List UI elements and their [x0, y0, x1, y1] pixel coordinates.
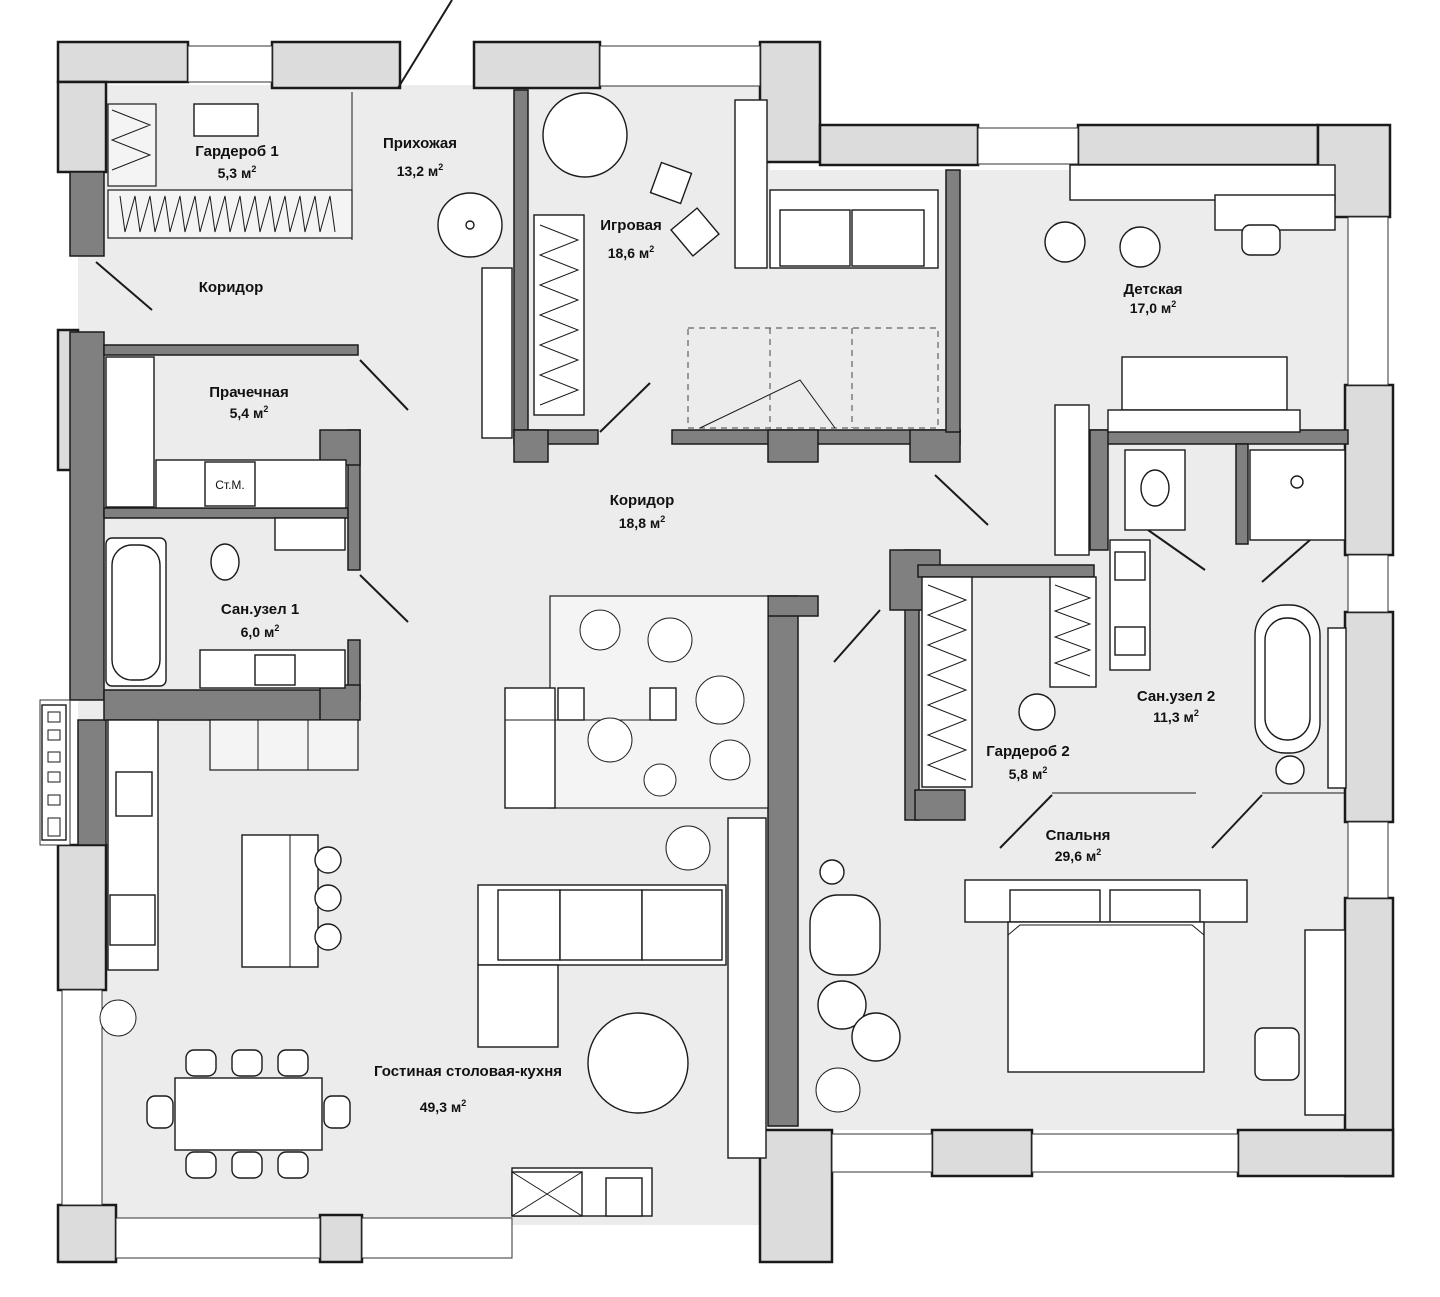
svg-text:5,8 м2: 5,8 м2 — [1009, 765, 1048, 782]
svg-text:5,3 м2: 5,3 м2 — [218, 164, 257, 181]
label-kids-sup: 2 — [1171, 299, 1176, 309]
label-bath1-area: 6,0 м — [241, 624, 275, 640]
windows — [39, 45, 1389, 1259]
bathroom-2-furniture — [1109, 449, 1347, 789]
label-wardrobe2-name: Гардероб 2 — [986, 743, 1069, 760]
label-bath1-name: Сан.узел 1 — [221, 601, 299, 618]
label-washing-machine: Ст.М. — [215, 478, 245, 492]
kids-furniture — [1044, 164, 1336, 556]
label-bath2-sup: 2 — [1194, 708, 1199, 718]
wardrobe-1-furniture — [107, 92, 353, 240]
playroom-furniture — [533, 92, 939, 429]
label-hall-area: 13,2 м — [397, 163, 439, 179]
label-bedroom-sup: 2 — [1096, 847, 1101, 857]
svg-text:13,2 м2: 13,2 м2 — [397, 162, 444, 179]
label-laundry-name: Прачечная — [209, 384, 288, 401]
label-living-area: 49,3 м — [420, 1099, 462, 1115]
label-corridor-area: 18,8 м — [619, 515, 661, 531]
svg-text:18,8 м2: 18,8 м2 — [619, 514, 666, 531]
label-wardrobe2-sup: 2 — [1042, 765, 1047, 775]
hall-furniture — [437, 192, 513, 439]
laundry-furniture — [105, 356, 347, 551]
plant-decor — [579, 609, 751, 797]
label-corridor-small-name: Коридор — [199, 279, 264, 296]
label-wardrobe1-name: Гардероб 1 — [195, 143, 278, 160]
bedroom-furniture — [809, 859, 1346, 1116]
svg-text:18,6 м2: 18,6 м2 — [608, 244, 655, 261]
svg-text:29,6 м2: 29,6 м2 — [1055, 847, 1102, 864]
label-bath2-area: 11,3 м — [1153, 709, 1194, 725]
label-kids-name: Детская — [1123, 281, 1182, 298]
label-living-name: Гостиная столовая-кухня — [374, 1063, 562, 1080]
label-playroom-area: 18,6 м — [608, 245, 650, 261]
label-bath2-name: Сан.узел 2 — [1137, 688, 1215, 705]
room-labels: Гардероб 1 5,3 м2 Прихожая 13,2 м2 Игров… — [195, 135, 1215, 1115]
svg-text:17,0 м2: 17,0 м2 — [1130, 299, 1177, 316]
svg-text:5,4 м2: 5,4 м2 — [230, 404, 269, 421]
label-laundry-sup: 2 — [263, 404, 268, 414]
label-corridor-sup: 2 — [660, 514, 665, 524]
label-playroom-name: Игровая — [600, 217, 661, 234]
svg-text:49,3 м2: 49,3 м2 — [420, 1098, 467, 1115]
bathroom-1-furniture — [105, 537, 346, 689]
label-wardrobe2-area: 5,8 м — [1009, 766, 1043, 782]
label-wardrobe1-sup: 2 — [251, 164, 256, 174]
radiators — [41, 704, 67, 841]
svg-text:11,3 м2: 11,3 м2 — [1153, 708, 1199, 725]
label-hall-sup: 2 — [438, 162, 443, 172]
label-corridor-name: Коридор — [610, 492, 675, 509]
label-living-sup: 2 — [461, 1098, 466, 1108]
atrium — [504, 595, 769, 809]
label-wardrobe1-area: 5,3 м — [218, 165, 252, 181]
doors — [95, 0, 1345, 849]
label-laundry-area: 5,4 м — [230, 405, 264, 421]
label-bath1-sup: 2 — [274, 623, 279, 633]
wardrobe-2-furniture — [921, 576, 1097, 788]
label-bedroom-area: 29,6 м — [1055, 848, 1097, 864]
svg-text:6,0 м2: 6,0 м2 — [241, 623, 280, 640]
label-bedroom-name: Спальня — [1046, 827, 1111, 844]
label-kids-area: 17,0 м — [1130, 300, 1172, 316]
living-furniture — [99, 719, 767, 1217]
label-hall-name: Прихожая — [383, 135, 457, 152]
label-playroom-sup: 2 — [649, 244, 654, 254]
